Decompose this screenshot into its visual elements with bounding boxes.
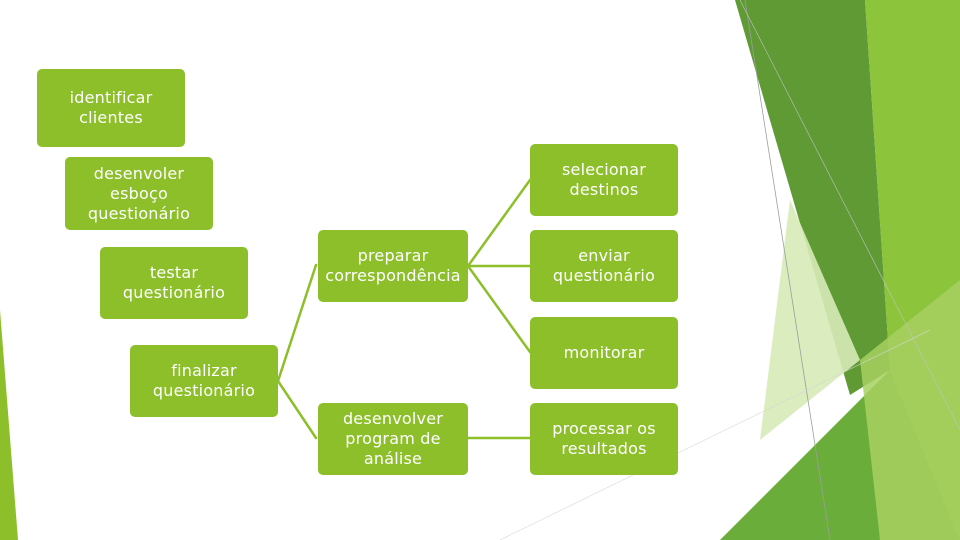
step-label: processar os resultados <box>552 419 655 459</box>
step-processar-resultados: processar os resultados <box>530 403 678 475</box>
step-desenvolver-programa: desenvolver program de análise <box>318 403 468 475</box>
step-label: desenvolver program de análise <box>343 409 443 469</box>
step-label: identificar clientes <box>70 88 153 128</box>
connector-preparar-selecionar <box>468 180 530 266</box>
step-label: finalizar questionário <box>153 361 255 401</box>
step-label: testar questionário <box>123 263 225 303</box>
connector-finalizar-preparar <box>278 265 316 381</box>
step-identificar-clientes: identificar clientes <box>37 69 185 147</box>
step-enviar-questionario: enviar questionário <box>530 230 678 302</box>
step-monitorar: monitorar <box>530 317 678 389</box>
step-testar-questionario: testar questionário <box>100 247 248 319</box>
step-label: selecionar destinos <box>562 160 646 200</box>
step-selecionar-destinos: selecionar destinos <box>530 144 678 216</box>
step-label: enviar questionário <box>553 246 655 286</box>
connector-finalizar-desenvolver <box>278 381 316 438</box>
connector-preparar-monitorar <box>468 266 530 352</box>
step-desenvolver-esboco: desenvoler esboço questionário <box>65 157 213 230</box>
step-label: monitorar <box>564 343 645 363</box>
step-preparar-correspondencia: preparar correspondência <box>318 230 468 302</box>
step-label: preparar correspondência <box>325 246 461 286</box>
step-label: desenvoler esboço questionário <box>88 164 190 224</box>
step-finalizar-questionario: finalizar questionário <box>130 345 278 417</box>
